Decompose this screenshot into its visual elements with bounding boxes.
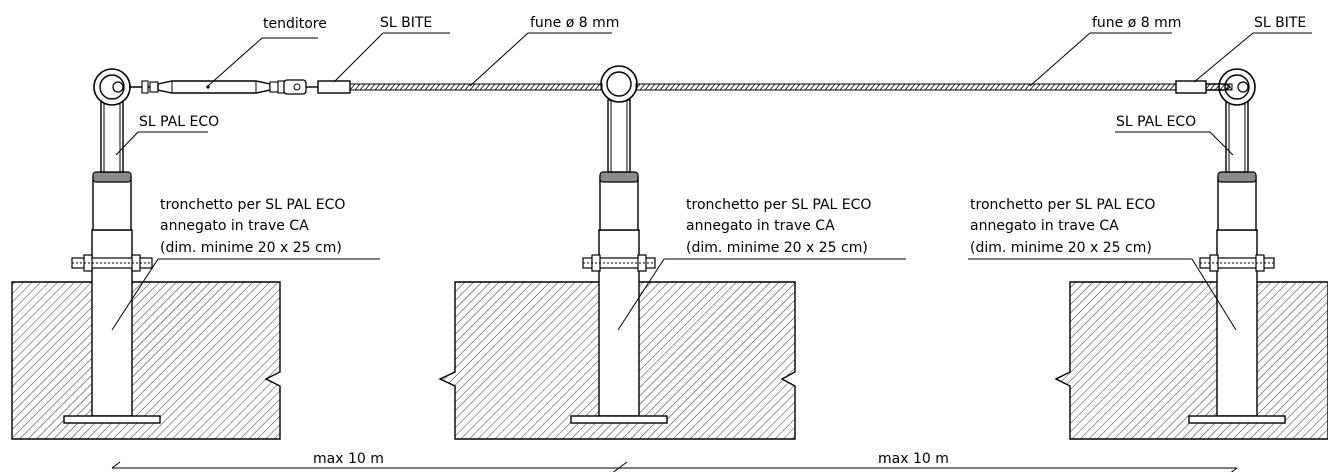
post-middle bbox=[570, 65, 668, 424]
label-tenditore: tenditore bbox=[263, 16, 327, 32]
label-tronchetto-right-line3: (dim. minime 20 x 25 cm) bbox=[970, 240, 1152, 256]
post-left bbox=[63, 68, 161, 424]
label-sl-pal-eco-left: SL PAL ECO bbox=[139, 114, 219, 130]
label-tronchetto-left-line2: annegato in trave CA bbox=[160, 218, 309, 234]
post-right bbox=[1188, 68, 1286, 424]
label-sl-bite-right: SL BITE bbox=[1254, 15, 1306, 31]
sl-bite-right bbox=[1175, 80, 1232, 94]
label-fune-left: fune ø 8 mm bbox=[530, 15, 619, 31]
label-tronchetto-middle-line3: (dim. minime 20 x 25 cm) bbox=[686, 240, 868, 256]
label-span-left: max 10 m bbox=[313, 451, 384, 467]
tensioner bbox=[129, 79, 320, 95]
label-tronchetto-right-line2: annegato in trave CA bbox=[970, 218, 1119, 234]
label-tronchetto-right-line1: tronchetto per SL PAL ECO bbox=[970, 197, 1155, 213]
label-tronchetto-left-line3: (dim. minime 20 x 25 cm) bbox=[160, 240, 342, 256]
label-fune-right: fune ø 8 mm bbox=[1092, 15, 1181, 31]
label-sl-bite-left: SL BITE bbox=[380, 15, 432, 31]
label-tronchetto-middle-line1: tronchetto per SL PAL ECO bbox=[686, 197, 871, 213]
sl-bite-left bbox=[317, 80, 351, 94]
leader-lines bbox=[111, 32, 1312, 331]
label-tronchetto-left-line1: tronchetto per SL PAL ECO bbox=[160, 197, 345, 213]
label-tronchetto-middle-line2: annegato in trave CA bbox=[686, 218, 835, 234]
concrete-beam-left bbox=[11, 281, 281, 440]
cable bbox=[349, 83, 1233, 91]
dimension-lines bbox=[111, 461, 1238, 472]
label-sl-pal-eco-right: SL PAL ECO bbox=[1116, 114, 1196, 130]
concrete-beam-right bbox=[1054, 281, 1328, 440]
label-span-right: max 10 m bbox=[878, 451, 949, 467]
